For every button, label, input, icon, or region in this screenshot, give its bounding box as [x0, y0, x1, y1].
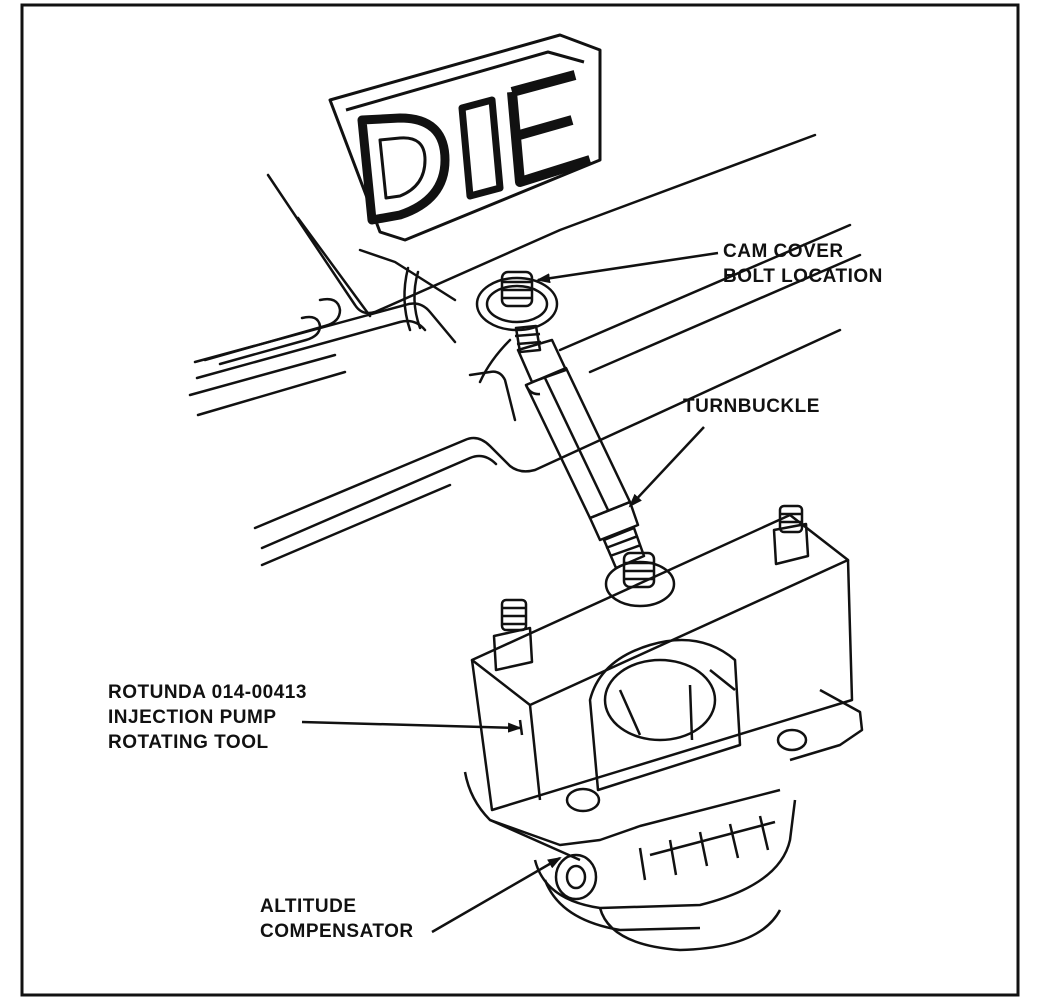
callout-line: ROTATING TOOL [108, 732, 269, 753]
cam-cover-bolt-leader [536, 251, 719, 284]
callout-line: BOLT LOCATION [723, 266, 883, 287]
altitude-compensator [463, 771, 797, 952]
callout-turnbuckle: TURNBUCKLE [683, 394, 820, 419]
callout-line: TURNBUCKLE [683, 396, 820, 417]
callout-altitude-compensator: ALTITUDE COMPENSATOR [260, 894, 414, 944]
altitude-compensator-leader [431, 856, 562, 934]
callout-line: CAM COVER [723, 241, 844, 262]
callout-line: INJECTION PUMP [108, 707, 277, 728]
turnbuckle-leader [628, 426, 705, 508]
leader-lines [301, 251, 719, 934]
callout-line: ROTUNDA 014-00413 [108, 682, 307, 703]
callout-line: ALTITUDE [260, 896, 357, 917]
callout-rotating-tool: ROTUNDA 014-00413 INJECTION PUMP ROTATIN… [108, 680, 307, 755]
cam-cover [188, 133, 862, 567]
die-lettering-plate [328, 33, 602, 242]
callout-cam-cover-bolt: CAM COVER BOLT LOCATION [723, 239, 883, 289]
diagram-border [20, 3, 1020, 997]
callout-line: COMPENSATOR [260, 921, 414, 942]
rotating-tool-leader [301, 720, 522, 733]
rotating-tool [470, 504, 864, 812]
turnbuckle [475, 270, 646, 570]
